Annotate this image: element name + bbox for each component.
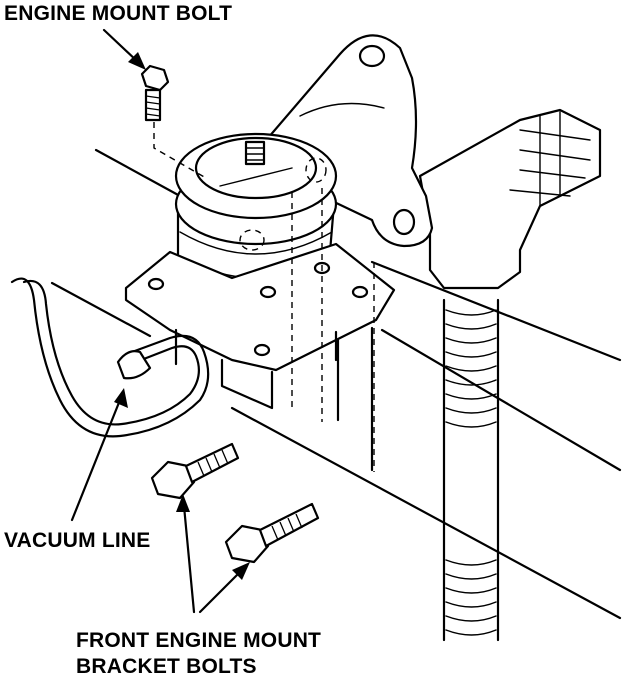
vacuum-line-label: VACUUM LINE bbox=[4, 529, 151, 552]
engine-mount-bolt-label: ENGINE MOUNT BOLT bbox=[4, 2, 233, 25]
front-bracket-bolt-1 bbox=[150, 442, 240, 500]
front-bracket-bolts-label-line1: FRONT ENGINE MOUNT bbox=[76, 629, 322, 652]
frame-lines bbox=[50, 148, 622, 620]
base-bracket bbox=[124, 242, 396, 410]
engine-mount-bolt bbox=[140, 64, 207, 179]
support-bracket bbox=[418, 108, 602, 290]
front-bracket-bolts-label-line2: BRACKET BOLTS bbox=[76, 655, 257, 678]
front-bracket-bolt-2 bbox=[224, 502, 320, 564]
vacuum-line-hose bbox=[10, 277, 210, 438]
threaded-shaft bbox=[442, 298, 500, 642]
leader-arrows bbox=[70, 28, 250, 614]
hidden-lines bbox=[239, 157, 375, 472]
front-bracket-bolts-label: FRONT ENGINE MOUNT BRACKET BOLTS bbox=[76, 628, 321, 680]
